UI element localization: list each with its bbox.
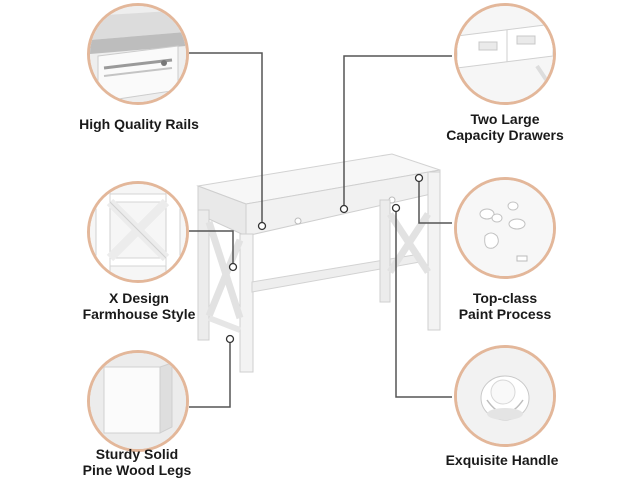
drawers-label-line2: Capacity Drawers	[446, 127, 564, 143]
legs-detail-image	[87, 350, 189, 452]
drawers-detail-image	[454, 3, 556, 105]
legs-label-line1: Sturdy Solid	[95, 446, 179, 462]
x-design-label-line2: Farmhouse Style	[82, 306, 196, 322]
paint-label-line1: Top-class	[472, 290, 538, 306]
paint-detail-image	[454, 177, 556, 279]
handle-label: Exquisite Handle	[445, 452, 559, 468]
handle-detail-image	[454, 345, 556, 447]
drawers-label-line1: Two Large	[470, 111, 540, 127]
paint-label-line2: Paint Process	[458, 306, 552, 322]
rails-label: High Quality Rails	[79, 116, 199, 132]
x-design-label: X Design Farmhouse Style	[64, 290, 214, 322]
legs-label: Sturdy Solid Pine Wood Legs	[62, 446, 212, 478]
rails-detail-image	[87, 3, 189, 105]
x-design-detail-image	[87, 181, 189, 283]
paint-label: Top-class Paint Process	[430, 290, 580, 322]
legs-label-line2: Pine Wood Legs	[82, 462, 192, 478]
drawers-label: Two Large Capacity Drawers	[430, 111, 580, 143]
x-design-label-line1: X Design	[109, 290, 169, 306]
